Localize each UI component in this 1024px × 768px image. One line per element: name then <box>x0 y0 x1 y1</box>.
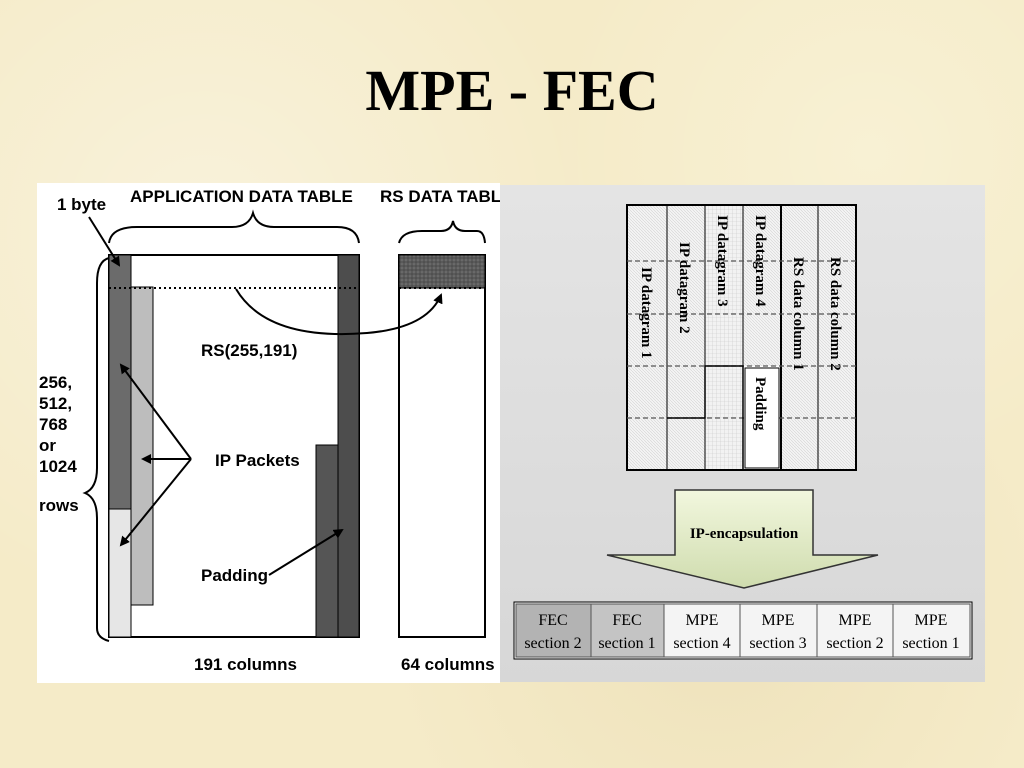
ip-packets-arrow-3 <box>119 458 192 547</box>
application-data-table-label: APPLICATION DATA TABLE <box>130 187 353 206</box>
columns-64-label: 64 columns <box>401 655 495 674</box>
padding-block <box>315 444 339 638</box>
padding-arrow <box>268 528 344 576</box>
columns-191-label: 191 columns <box>194 655 297 674</box>
svg-text:section 4: section 4 <box>673 635 730 652</box>
one-byte-label: 1 byte <box>57 195 106 214</box>
svg-text:256,: 256, <box>39 373 72 392</box>
encap-svg: IP datagram 1 IP datagram 2 IP datagram … <box>513 204 973 660</box>
padding-label: Padding <box>201 566 268 585</box>
ip-datagram-2-column <box>667 206 705 469</box>
ip-packets-arrow-1 <box>119 363 192 460</box>
app-table-brace <box>108 209 360 244</box>
svg-text:MPE: MPE <box>839 612 872 629</box>
rs-code-label: RS(255,191) <box>201 341 297 360</box>
svg-text:or: or <box>39 436 56 455</box>
section-strip: FEC section 2 FEC section 1 MPE section … <box>513 601 973 660</box>
rs-data-table-label: RS DATA TABLE <box>380 187 500 206</box>
ip-encapsulation-label: IP-encapsulation <box>690 526 799 542</box>
ip-packets-label: IP Packets <box>215 451 300 470</box>
one-byte-arrow <box>88 216 121 267</box>
ip-datagram-3-column <box>705 206 743 469</box>
svg-text:FEC: FEC <box>538 612 567 629</box>
rs-data-column-1 <box>781 206 818 469</box>
padding-label-right: Padding <box>752 377 768 431</box>
ip-encapsulation-arrow: IP-encapsulation <box>606 489 879 589</box>
svg-text:MPE: MPE <box>762 612 795 629</box>
rows-label: 256, 512, 768 or 1024 rows <box>39 373 79 515</box>
svg-text:512,: 512, <box>39 394 72 413</box>
ip-datagram-4-column <box>743 206 781 366</box>
padding-column <box>337 254 360 638</box>
slide-title: MPE - FEC <box>365 58 659 123</box>
section-cell: FEC section 1 <box>590 603 665 658</box>
rs-data-column-2-label: RS data column 2 <box>827 257 843 371</box>
section-cell: FEC section 2 <box>515 603 592 658</box>
rs-data-column-1-label: RS data column 1 <box>790 257 806 371</box>
ip-packet-column-1 <box>108 254 132 510</box>
section-cell: MPE section 1 <box>892 603 971 658</box>
svg-text:FEC: FEC <box>612 612 641 629</box>
svg-text:section 3: section 3 <box>749 635 806 652</box>
svg-text:rows: rows <box>39 496 79 515</box>
section-cell: MPE section 4 <box>663 603 741 658</box>
svg-text:768: 768 <box>39 415 67 434</box>
section-cell: MPE section 3 <box>739 603 818 658</box>
mpe-fec-encapsulation-diagram: IP datagram 1 IP datagram 2 IP datagram … <box>500 185 985 682</box>
rs-data-table <box>398 254 486 638</box>
ip-datagram-1-column <box>628 206 667 469</box>
svg-text:section 2: section 2 <box>826 635 883 652</box>
application-data-table-diagram: 1 byte APPLICATION DATA TABLE RS DATA TA… <box>37 183 513 683</box>
rs-data-column-2 <box>818 206 855 469</box>
svg-text:section 1: section 1 <box>598 635 655 652</box>
ip-datagram-1-label: IP datagram 1 <box>638 267 654 359</box>
ip-packet-column-1-remainder <box>108 508 132 638</box>
rs-table-brace <box>398 220 486 244</box>
frame-table: IP datagram 1 IP datagram 2 IP datagram … <box>626 204 857 471</box>
ip-datagram-2-label: IP datagram 2 <box>676 242 692 334</box>
rs-row-block <box>398 254 486 289</box>
ip-datagram-3-label: IP datagram 3 <box>714 215 730 307</box>
svg-text:MPE: MPE <box>915 612 948 629</box>
ip-datagram-4-label: IP datagram 4 <box>752 215 768 307</box>
svg-text:section 1: section 1 <box>902 635 959 652</box>
ip-packet-column-2 <box>130 286 154 606</box>
rows-brace <box>82 257 110 642</box>
rs-arrow <box>235 288 443 336</box>
svg-text:MPE: MPE <box>686 612 719 629</box>
svg-text:1024: 1024 <box>39 457 77 476</box>
adt-svg: 1 byte APPLICATION DATA TABLE RS DATA TA… <box>39 187 513 674</box>
section-cell: MPE section 2 <box>816 603 894 658</box>
svg-text:section 2: section 2 <box>524 635 581 652</box>
